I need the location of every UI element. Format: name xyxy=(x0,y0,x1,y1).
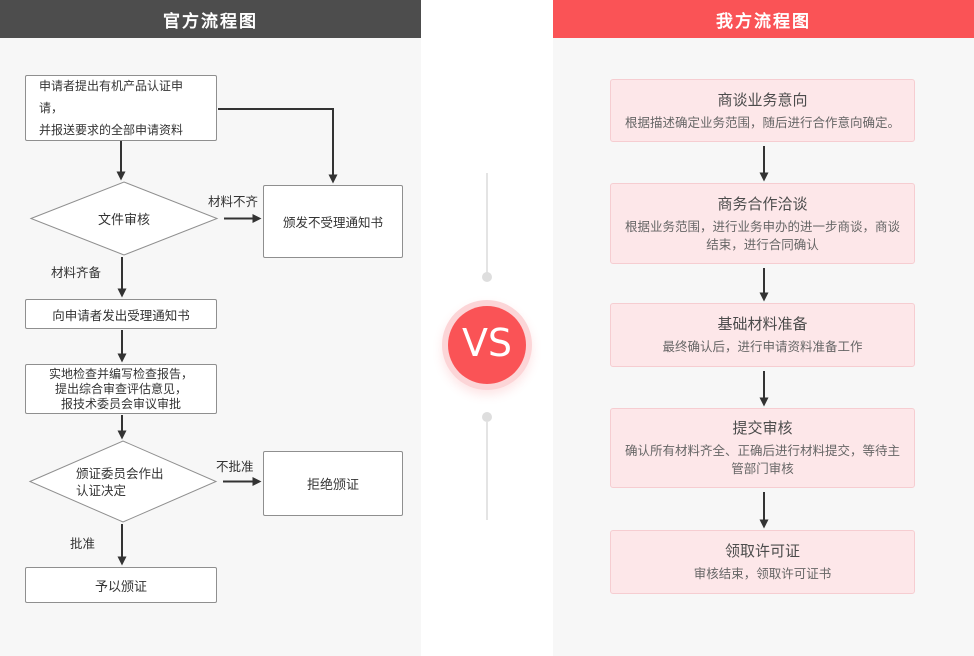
accept-notice-text: 向申请者发出受理通知书 xyxy=(52,307,190,323)
edge-label-materials-complete: 材料齐备 xyxy=(51,265,102,280)
decision-line2: 认证决定 xyxy=(76,482,127,498)
reject-notice-text: 颁发不受理通知书 xyxy=(282,215,383,230)
step-5-desc: 审核结束，领取许可证书 xyxy=(693,566,832,581)
step-box-2: 商务合作洽谈 根据业务范围，进行业务申办的进一步商谈，商谈结束，进行合同确认 xyxy=(610,183,915,264)
node-reject-notice: 颁发不受理通知书 xyxy=(263,185,403,258)
divider-line-bottom xyxy=(486,422,488,520)
node-apply: 申请者提出有机产品认证申请， 并报送要求的全部申请资料 xyxy=(25,75,217,141)
step-box-4: 提交审核 确认所有材料齐全、正确后进行材料提交，等待主管部门审核 xyxy=(610,408,915,488)
official-panel-title: 官方流程图 xyxy=(163,11,258,32)
node-inspection: 实地检查并编写检查报告， 提出综合审查评估意见， 报技术委员会审议审批 xyxy=(25,364,217,414)
step-1-desc: 根据描述确定业务范围，随后进行合作意向确定。 xyxy=(624,114,900,130)
vs-circle: VS xyxy=(448,306,526,384)
step-2-desc: 根据业务范围，进行业务申办的进一步商谈，商谈结束，进行合同确认 xyxy=(624,218,900,252)
divider-dot-top xyxy=(482,272,492,282)
node-file-review-label: 文件审核 xyxy=(31,182,217,255)
node-grant-cert: 予以颁证 xyxy=(25,567,217,603)
edge-label-not-approved: 不批准 xyxy=(216,459,254,474)
node-decision-label: 颁证委员会作出 认证决定 xyxy=(30,441,216,522)
divider-dot-bottom xyxy=(482,412,492,422)
step-5-title: 领取许可证 xyxy=(724,542,800,560)
refuse-cert-text: 拒绝颁证 xyxy=(306,478,359,493)
decision-line1: 颁证委员会作出 xyxy=(76,465,164,481)
vs-label: VS xyxy=(461,321,513,365)
node-refuse-cert: 拒绝颁证 xyxy=(263,451,403,516)
node-inspection-line1: 实地检查并编写检查报告， xyxy=(48,366,193,381)
edge-label-approved: 批准 xyxy=(70,536,96,551)
step-box-3: 基础材料准备 最终确认后，进行申请资料准备工作 xyxy=(610,303,915,367)
step-3-desc: 最终确认后，进行申请资料准备工作 xyxy=(662,339,863,354)
step-3-title: 基础材料准备 xyxy=(717,315,808,333)
our-panel-title: 我方流程图 xyxy=(716,11,811,32)
node-apply-line2: 并报送要求的全部申请资料 xyxy=(39,123,184,137)
node-inspection-line3: 报技术委员会审议审批 xyxy=(60,396,181,411)
grant-cert-text: 予以颁证 xyxy=(94,579,147,595)
file-review-text: 文件审核 xyxy=(97,213,150,228)
step-4-desc: 确认所有材料齐全、正确后进行材料提交，等待主管部门审核 xyxy=(624,443,900,476)
node-inspection-line2: 提出综合审查评估意见， xyxy=(54,381,187,396)
step-box-1: 商谈业务意向 根据描述确定业务范围，随后进行合作意向确定。 xyxy=(610,79,915,142)
step-1-title: 商谈业务意向 xyxy=(717,90,808,109)
node-accept-notice: 向申请者发出受理通知书 xyxy=(25,299,217,329)
step-4-title: 提交审核 xyxy=(732,419,793,437)
divider-line-top xyxy=(486,173,488,273)
step-box-5: 领取许可证 审核结束，领取许可证书 xyxy=(610,530,915,594)
step-2-title: 商务合作洽谈 xyxy=(717,194,808,213)
edge-label-materials-incomplete: 材料不齐 xyxy=(208,194,259,209)
official-panel-header: 官方流程图 xyxy=(0,0,421,38)
node-apply-line1: 申请者提出有机产品认证申请， xyxy=(39,79,184,115)
vs-badge: VS xyxy=(442,300,532,390)
our-panel-header: 我方流程图 xyxy=(553,0,974,38)
